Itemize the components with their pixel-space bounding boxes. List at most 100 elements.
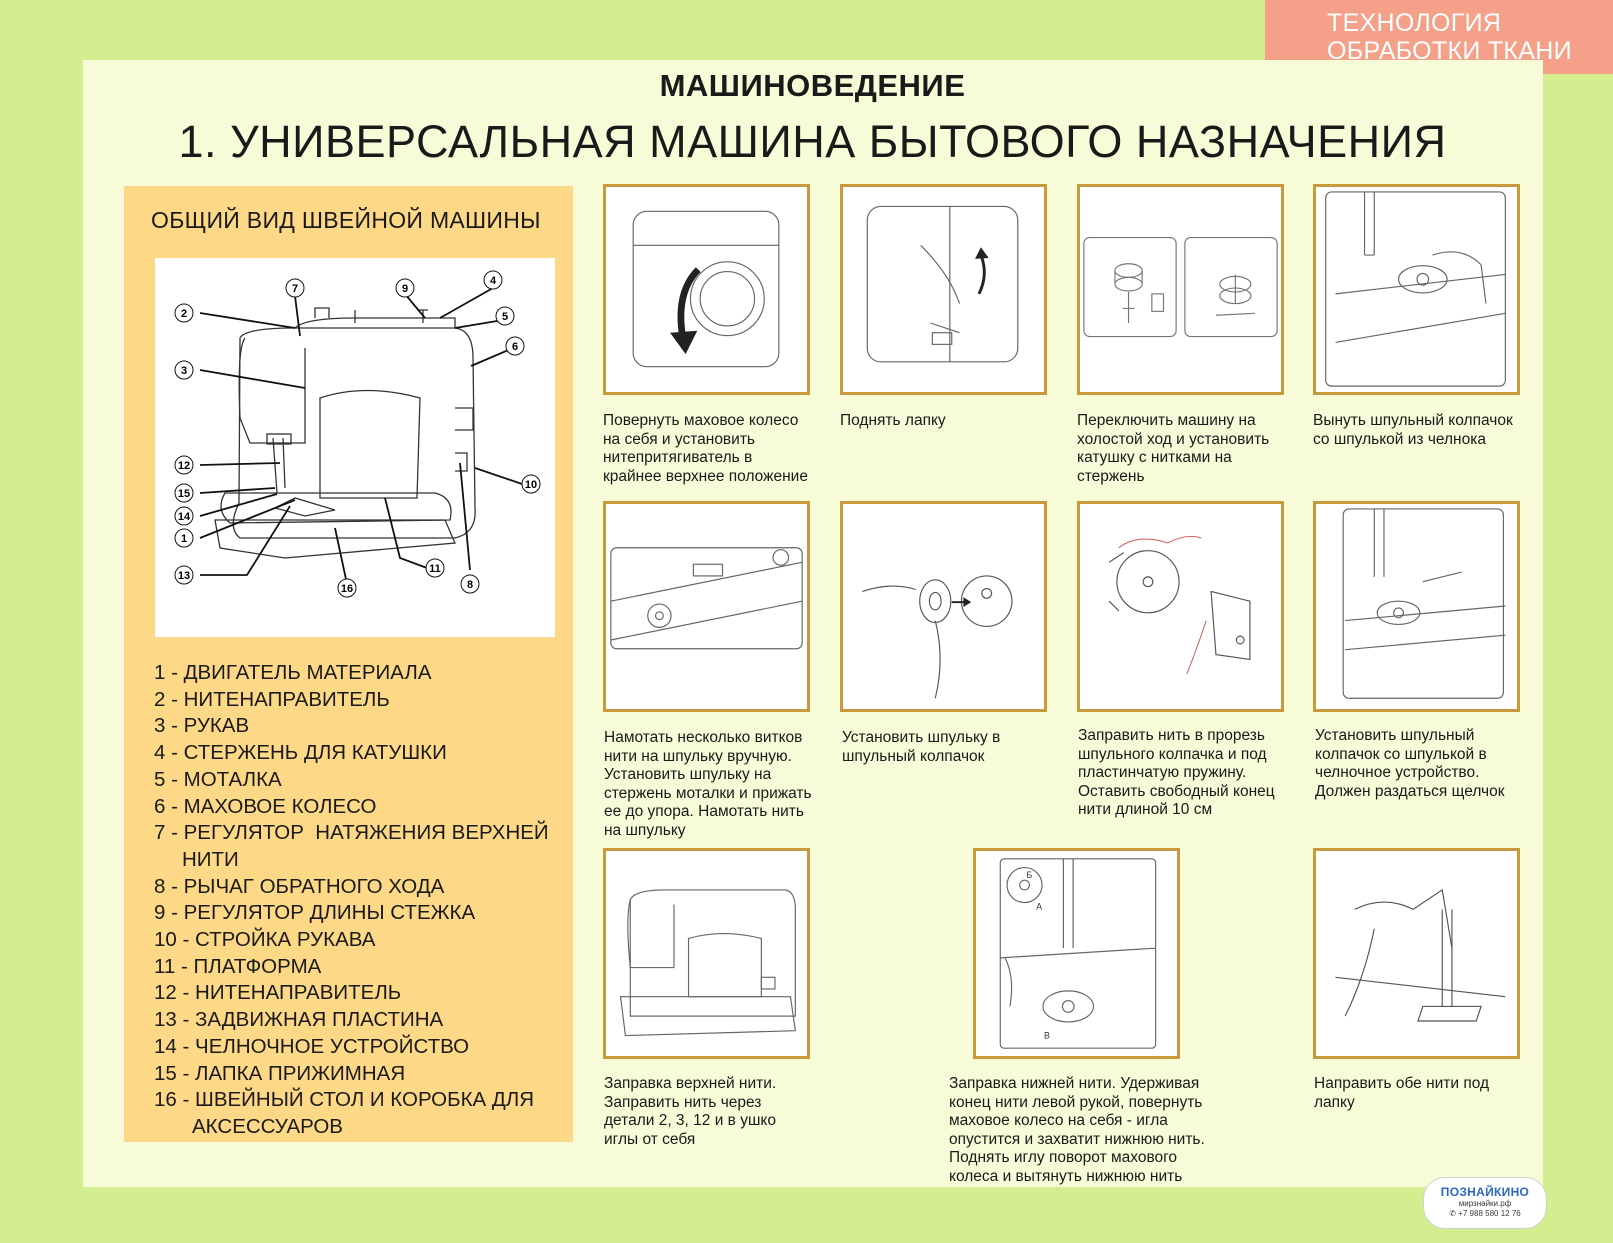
callout-6: 6 bbox=[505, 336, 525, 356]
caption-line: шпульного колпачка и под bbox=[1078, 745, 1267, 763]
legend-number: 8 bbox=[154, 874, 166, 898]
legend-text: РЕГУЛЯТОР НАТЯЖЕНИЯ ВЕРХНЕЙ bbox=[183, 821, 549, 845]
legend-text-continued: НИТИ bbox=[182, 847, 239, 871]
svg-text:15: 15 bbox=[178, 488, 190, 500]
legend-text: ПЛАТФОРМА bbox=[193, 954, 322, 978]
caption-line: на шпульку bbox=[604, 821, 686, 839]
svg-text:Б: Б bbox=[1026, 870, 1032, 880]
caption-line: нитепритягиватель в bbox=[603, 449, 753, 467]
caption-line: Поднять лапку bbox=[840, 412, 946, 429]
legend-text: СТЕРЖЕНЬ ДЛЯ КАТУШКИ bbox=[183, 741, 447, 765]
step-4-image bbox=[1313, 184, 1520, 395]
legend-item-5: 5 - МОТАЛКА bbox=[154, 767, 282, 791]
svg-text:9: 9 bbox=[402, 283, 408, 295]
section-title: МАШИНОВЕДЕНИЕ bbox=[659, 68, 966, 103]
caption-line: нити длиной 10 см bbox=[1078, 801, 1213, 819]
step-2-image bbox=[840, 184, 1047, 395]
step-11-image bbox=[1313, 848, 1520, 1059]
legend-text-continued: АКСЕССУАРОВ bbox=[192, 1114, 343, 1138]
legend-item-9: 9 - РЕГУЛЯТОР ДЛИНЫ СТЕЖКА bbox=[154, 901, 476, 925]
callout-14: 14 bbox=[174, 506, 194, 526]
callout-1: 1 bbox=[174, 528, 194, 548]
legend-item-4: 4 - СТЕРЖЕНЬ ДЛЯ КАТУШКИ bbox=[154, 741, 447, 765]
step-8-image bbox=[1313, 501, 1520, 712]
caption-line: ее до упора. Намотать нить bbox=[604, 803, 804, 821]
legend-number: 1 bbox=[154, 661, 166, 684]
callout-9: 9 bbox=[395, 278, 415, 298]
logo-name: ПОЗНАЙКИНО bbox=[1440, 1185, 1530, 1199]
callout-5: 5 bbox=[495, 306, 515, 326]
legend-text: ЧЕЛНОЧНОЕ УСТРОЙСТВО bbox=[195, 1034, 470, 1058]
legend-number: 5 bbox=[154, 767, 166, 791]
legend-number: 12 bbox=[154, 981, 177, 1005]
caption-line: иглы от себя bbox=[604, 1130, 696, 1148]
caption-line: шпульный колпачок bbox=[842, 747, 985, 765]
caption-line: детали 2, 3, 12 и в ушко bbox=[604, 1112, 776, 1130]
svg-text:14: 14 bbox=[178, 511, 191, 523]
caption-line: нити на шпульку вручную. bbox=[604, 747, 792, 765]
caption-line: Направить обе нити под bbox=[1314, 1075, 1490, 1092]
caption-line: со шпулькой из челнока bbox=[1313, 430, 1486, 448]
caption-line: Переключить машину на bbox=[1077, 412, 1256, 429]
legend-text: МАХОВОЕ КОЛЕСО bbox=[183, 794, 377, 818]
caption-line: стержень моталки и прижать bbox=[604, 784, 812, 802]
caption-line: на себя и установить bbox=[603, 430, 756, 448]
caption-line: катушку с нитками на bbox=[1077, 449, 1232, 467]
legend-text: СТРОЙКА РУКАВА bbox=[195, 928, 376, 952]
step-7-image bbox=[1077, 501, 1284, 712]
caption-line: Оставить свободный конец bbox=[1078, 782, 1275, 800]
svg-text:2: 2 bbox=[181, 308, 187, 320]
legend-item-1: 1 - ДВИГАТЕЛЬ МАТЕРИАЛА bbox=[154, 661, 432, 684]
overview-title: ОБЩИЙ ВИД ШВЕЙНОЙ МАШИНЫ bbox=[151, 207, 541, 233]
caption-line: пластинчатую пружину. bbox=[1078, 764, 1247, 782]
callout-16: 16 bbox=[337, 578, 357, 598]
legend-text: НИТЕНАПРАВИТЕЛЬ bbox=[195, 981, 402, 1005]
legend-item-10: 10 - СТРОЙКА РУКАВА bbox=[154, 928, 376, 952]
legend-number: 4 bbox=[154, 741, 166, 765]
callout-3: 3 bbox=[174, 360, 194, 380]
step-10-image: Б А В bbox=[973, 848, 1180, 1059]
legend-item-12: 12 - НИТЕНАПРАВИТЕЛЬ bbox=[154, 981, 402, 1005]
svg-text:3: 3 bbox=[181, 365, 187, 377]
callout-11: 11 bbox=[425, 558, 445, 578]
svg-text:16: 16 bbox=[341, 583, 353, 595]
legend-text: ДВИГАТЕЛЬ МАТЕРИАЛА bbox=[183, 661, 432, 684]
sewing-machine-drawing: 7 9 4 5 6 2 3 12 15 14 1 13 10 8 11 16 bbox=[174, 270, 541, 598]
step-9-caption: Заправка верхней нити.Заправить нить чер… bbox=[604, 1075, 839, 1149]
legend-text: РЫЧАГ ОБРАТНОГО ХОДА bbox=[183, 874, 445, 898]
caption-line: Заправка нижней нити. Удерживая bbox=[949, 1075, 1200, 1092]
svg-text:1: 1 bbox=[181, 533, 187, 545]
legend-text: РЕГУЛЯТОР ДЛИНЫ СТЕЖКА bbox=[183, 901, 476, 925]
publisher-logo: ПОЗНАЙКИНО мирзнайки.рф ✆ +7 988 580 12 … bbox=[1423, 1177, 1547, 1229]
caption-line: опустится и захватит нижнюю нить. bbox=[949, 1130, 1205, 1148]
caption-line: конец нити левой рукой, повернуть bbox=[949, 1093, 1203, 1111]
legend-number: 14 bbox=[154, 1034, 177, 1058]
svg-text:13: 13 bbox=[178, 570, 190, 582]
caption-line: Намотать несколько витков bbox=[604, 729, 803, 746]
legend-number: 3 bbox=[154, 714, 166, 738]
legend-number: 11 bbox=[154, 954, 176, 978]
legend-item-3: 3 - РУКАВ bbox=[154, 714, 250, 738]
legend-number: 9 bbox=[154, 901, 166, 925]
caption-line: лапку bbox=[1314, 1093, 1355, 1111]
caption-line: Установить шпульку в bbox=[842, 729, 1001, 746]
step-3-image bbox=[1077, 184, 1284, 395]
sewing-machine-diagram: 7 9 4 5 6 2 3 12 15 14 1 13 10 8 11 16 bbox=[155, 258, 555, 637]
legend-number: 7 bbox=[154, 821, 166, 845]
legend-number: 15 bbox=[154, 1061, 177, 1085]
svg-text:8: 8 bbox=[467, 579, 473, 591]
legend-number: 16 bbox=[154, 1088, 177, 1112]
legend-number: 13 bbox=[154, 1008, 177, 1032]
caption-line: Установить шпульный bbox=[1315, 727, 1475, 744]
caption-line: Заправить нить через bbox=[604, 1093, 762, 1111]
callout-7: 7 bbox=[285, 278, 305, 298]
svg-text:6: 6 bbox=[512, 341, 518, 353]
